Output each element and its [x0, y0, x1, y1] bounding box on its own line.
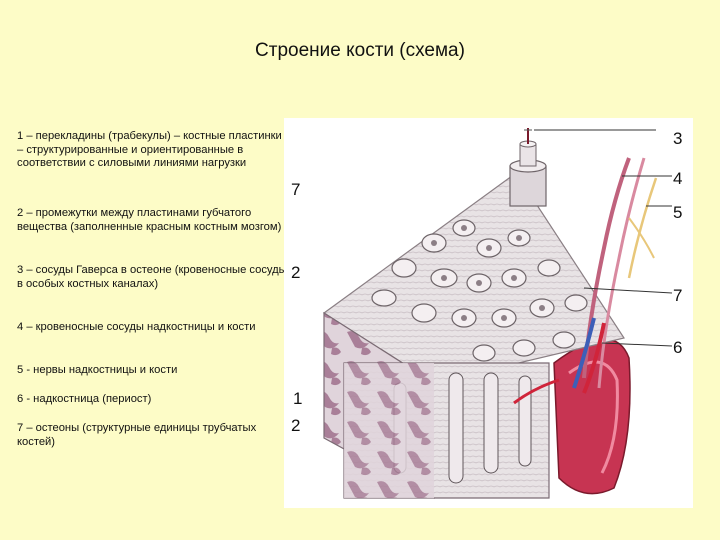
callout-right-5: 5 — [673, 203, 682, 223]
callout-right-6: 6 — [673, 338, 682, 358]
bone-drawing — [284, 118, 693, 508]
callout-left-2b: 2 — [291, 416, 300, 436]
callout-right-7: 7 — [673, 286, 682, 306]
callout-left-7: 7 — [291, 180, 300, 200]
legend-item-3: 3 – сосуды Гаверса в остеоне (кровеносны… — [17, 264, 287, 291]
legend-item-6: 6 - надкостница (периост) — [17, 393, 287, 407]
callout-left-1: 1 — [293, 389, 302, 409]
callout-left-2: 2 — [291, 263, 300, 283]
legend-item-7: 7 – остеоны (структурные единицы трубчат… — [17, 422, 287, 449]
legend-item-4: 4 – кровеносные сосуды надкостницы и кос… — [17, 321, 287, 335]
legend-item-1: 1 – перекладины (трабекулы) – костные пл… — [17, 130, 287, 171]
bone-structure-illustration: 3 4 5 7 6 7 2 1 2 — [284, 118, 693, 508]
legend-item-2: 2 – промежутки между пластинами губчатог… — [17, 207, 287, 234]
page-title: Строение кости (схема) — [0, 40, 720, 62]
legend-item-5: 5 - нервы надкостницы и кости — [17, 364, 287, 378]
callout-right-3: 3 — [673, 129, 682, 149]
callout-right-4: 4 — [673, 169, 682, 189]
